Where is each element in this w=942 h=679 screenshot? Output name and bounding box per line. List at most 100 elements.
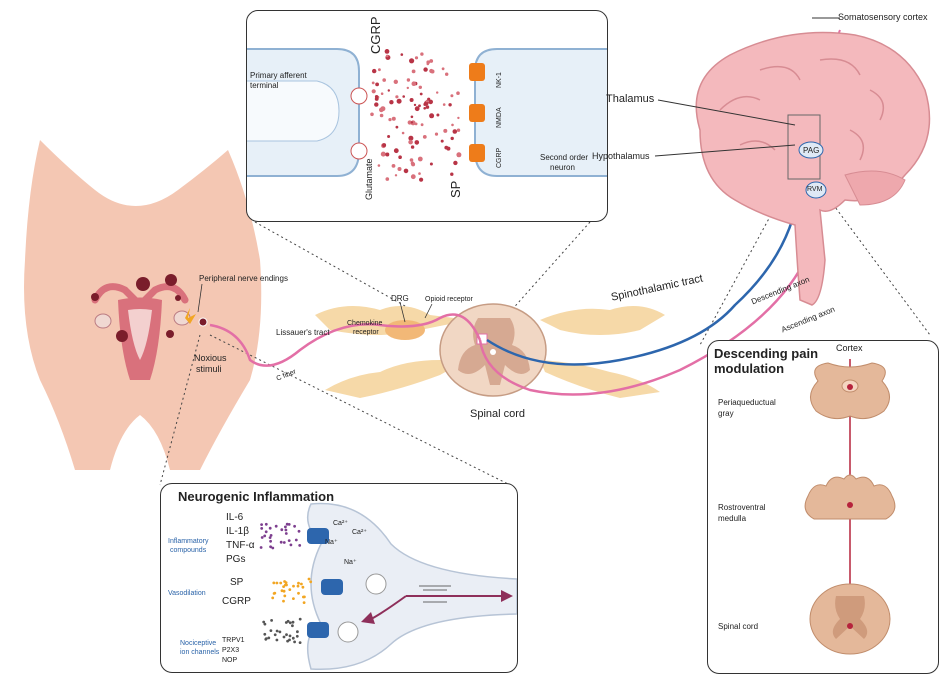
synapse-artwork <box>247 11 607 221</box>
neurotransmitter-dot <box>419 178 423 182</box>
neurotransmitter-dot <box>423 67 427 71</box>
cgrp-label: CGRP <box>368 16 383 54</box>
neurotransmitter-dot <box>430 163 433 166</box>
neurotransmitter-dot <box>414 104 416 106</box>
spinal-level-label: Spinal cord <box>718 622 758 631</box>
cortex-label: Cortex <box>836 343 863 353</box>
spinal-cord-section <box>315 304 665 398</box>
neurotransmitter-dot <box>411 121 413 123</box>
stimuli-label: stimuli <box>196 364 222 374</box>
neurotransmitter-dot <box>382 143 386 147</box>
neurotransmitter-dot <box>370 113 374 117</box>
mediator-dot <box>286 640 289 643</box>
mediator-dot <box>265 530 268 533</box>
neurotransmitter-dot <box>451 124 454 127</box>
neurotransmitter-dot <box>378 68 381 71</box>
mediator-dot <box>280 541 283 544</box>
neurotransmitter-dot <box>375 83 379 87</box>
neurotransmitter-dot <box>423 135 427 139</box>
mediator-dot <box>292 585 295 588</box>
mediator-dot <box>309 580 312 583</box>
mediator-dot <box>308 578 311 581</box>
mediator-dot <box>299 618 302 621</box>
mediator-dot <box>293 641 296 644</box>
neurotransmitter-dot <box>385 153 389 157</box>
mediator-dot <box>285 633 288 636</box>
opioid-receptor-label: Opioid receptor <box>425 296 473 303</box>
neurotransmitter-dot <box>443 103 446 106</box>
mediator-dot <box>291 624 294 627</box>
mediator-dot <box>269 540 272 543</box>
mediator-dot <box>265 523 268 526</box>
neurotransmitter-dot <box>389 100 393 104</box>
neurotransmitter-dot <box>418 172 421 175</box>
neurotransmitter-dot <box>412 70 416 74</box>
mediator-dot <box>283 590 286 593</box>
neurotransmitter-dot <box>411 174 416 179</box>
neurotransmitter-dot <box>392 117 396 121</box>
chemokine-receptor-label: receptor <box>353 329 379 336</box>
neurotransmitter-dot <box>380 114 384 118</box>
neurotransmitter-dot <box>408 140 413 145</box>
mediator-dot <box>302 586 305 589</box>
receptor-nmda-label: NMDA <box>496 107 503 128</box>
neurotransmitter-dot <box>392 164 396 168</box>
neurotransmitter-dot <box>435 133 438 136</box>
neurotransmitter-dot <box>394 148 399 153</box>
mediator-dot <box>260 523 263 526</box>
neurotransmitter-dot <box>410 158 414 162</box>
mediator-il6: IL-6 <box>226 512 243 523</box>
neurotransmitter-dot <box>446 147 450 151</box>
neurotransmitter-dot <box>387 135 390 138</box>
neurotransmitter-dot <box>412 81 417 86</box>
mediator-dot <box>303 596 306 599</box>
neurotransmitter-dot <box>388 89 390 91</box>
neurotransmitter-dot <box>448 103 451 106</box>
neurotransmitter-dot <box>442 67 445 70</box>
channel-trpv1: TRPV1 <box>222 637 245 644</box>
pag-level-label-2: gray <box>718 409 734 418</box>
vasodilation-label: Vasodilation <box>168 590 206 597</box>
neurotransmitter-dot <box>402 132 405 135</box>
mediator-dot <box>300 583 303 586</box>
neurotransmitter-dot <box>421 123 424 126</box>
neurotransmitter-dot <box>436 91 438 93</box>
mediator-dot <box>283 580 286 583</box>
mediator-dot <box>288 588 291 591</box>
neurotransmitter-dot <box>427 63 430 66</box>
mediator-dot <box>297 582 300 585</box>
neurotransmitter-dots <box>370 49 461 182</box>
mediator-dot <box>274 633 277 636</box>
neurotransmitter-dot <box>427 98 430 101</box>
neurotransmitter-dot <box>385 49 390 54</box>
neurotransmitter-dot <box>407 87 409 89</box>
mediator-dot <box>285 532 288 535</box>
mediator-dot <box>280 528 283 531</box>
ion-ca-1: Ca²⁺ <box>333 519 348 527</box>
mediator-dot <box>303 601 306 604</box>
sp-label: SP <box>448 181 463 198</box>
channel-nop: NOP <box>222 657 237 664</box>
neurogenic-title: Neurogenic Inflammation <box>178 489 334 504</box>
receptor-cgrp-label: CGRP <box>496 148 503 168</box>
neurotransmitter-dot <box>420 93 423 96</box>
neurotransmitter-dot <box>398 155 402 159</box>
mediator-dots <box>260 523 312 644</box>
neurotransmitter-dot <box>429 69 433 73</box>
neurotransmitter-dot <box>420 52 423 55</box>
neurotransmitter-dot <box>386 177 390 181</box>
mediator-dot <box>283 541 286 544</box>
mediator-dot <box>292 621 295 624</box>
neurotransmitter-dot <box>418 157 423 162</box>
mediator-dot <box>292 597 295 600</box>
mediator-dot <box>289 621 292 624</box>
neurotransmitter-dot <box>381 92 384 95</box>
neurotransmitter-dot <box>451 137 454 140</box>
neurotransmitter-dot <box>453 161 457 165</box>
mediator-dot <box>272 582 275 585</box>
mediator-dot <box>269 527 272 530</box>
mediator-dot <box>261 536 264 539</box>
mediator-dot <box>296 635 299 638</box>
mediator-dot <box>273 592 276 595</box>
neurotransmitter-dot <box>404 169 409 174</box>
